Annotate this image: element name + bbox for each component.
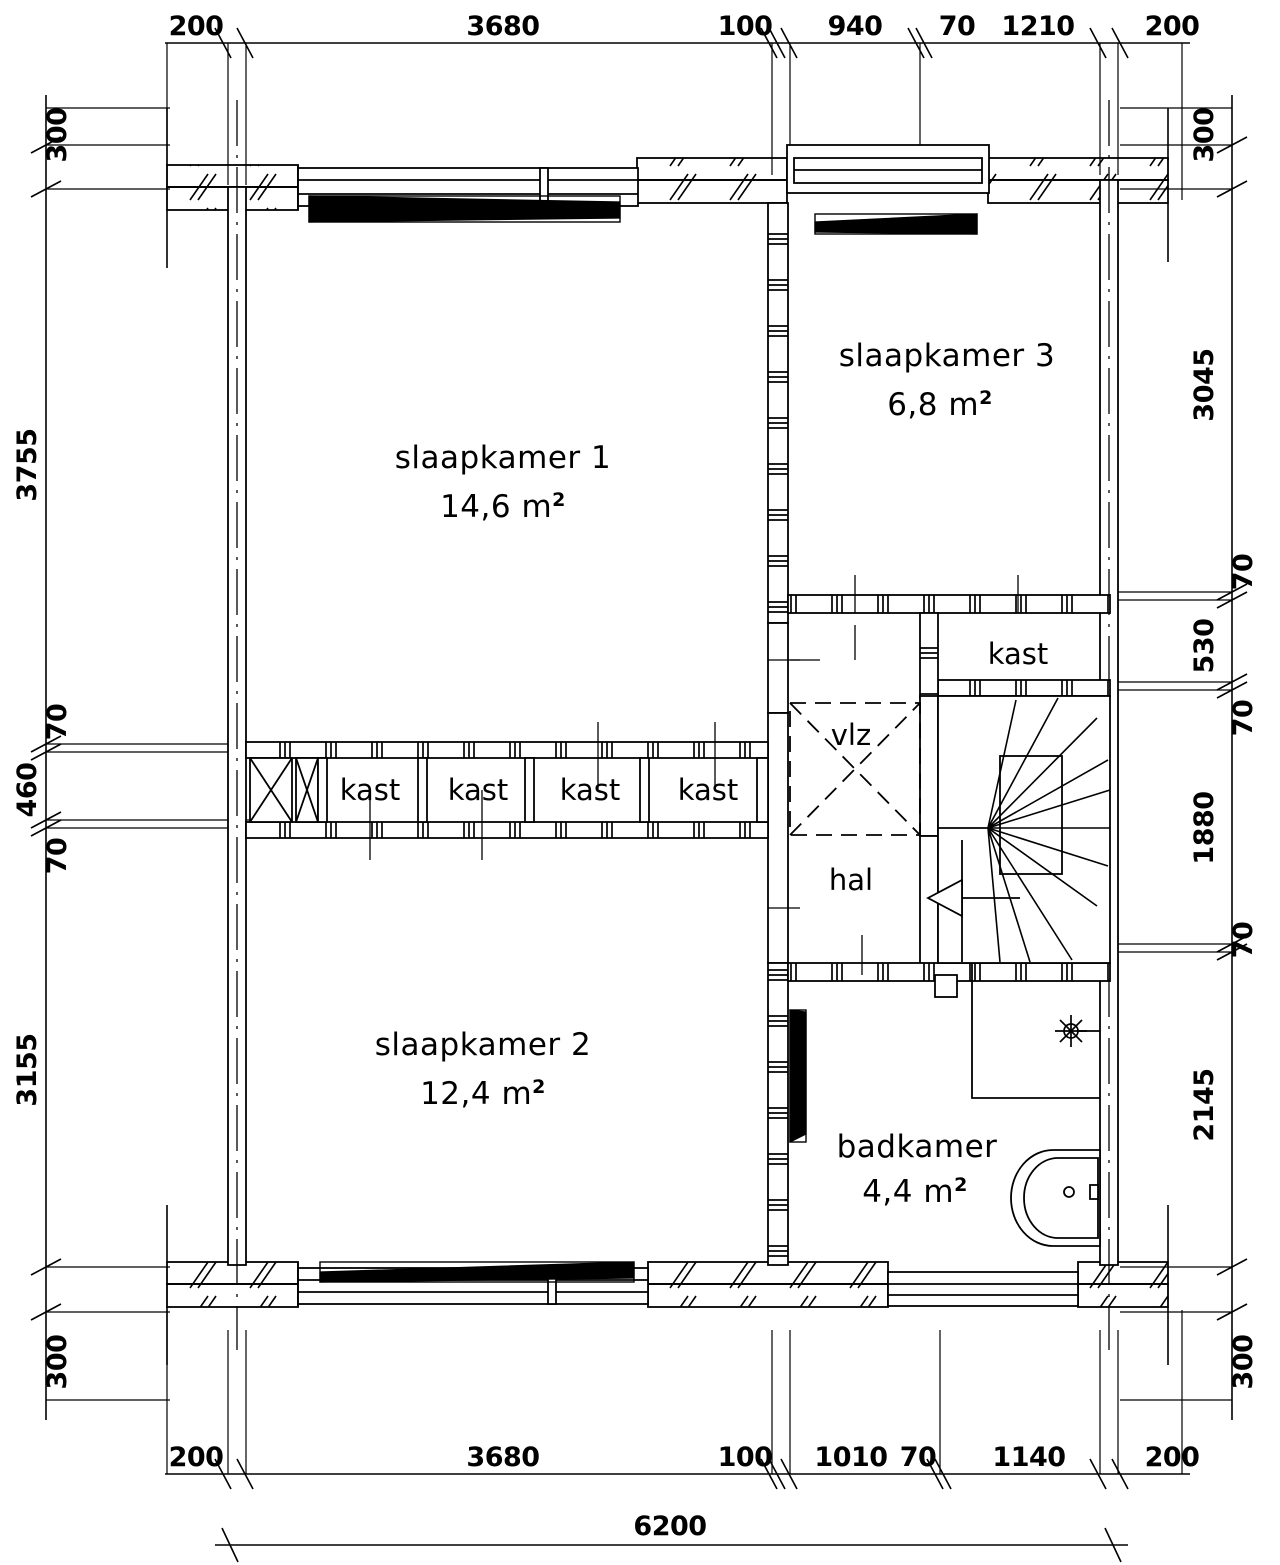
- partition-wall-slaapkamer3-bottom: [787, 594, 1111, 614]
- stair-direction-arrow-icon: [926, 878, 963, 918]
- dim-overall-width: 6200: [633, 1511, 706, 1542]
- door-swing-badkamer: [789, 1009, 807, 1143]
- room-label-slaapkamer1: slaapkamer 1: [395, 440, 611, 476]
- dim-bottom-1: 200: [169, 1442, 224, 1473]
- dim-top-3: 100: [718, 11, 773, 42]
- room-label-slaapkamer2: slaapkamer 2: [375, 1027, 591, 1063]
- partition-wall-kast-bottom: [937, 679, 1111, 697]
- dim-bottom-6: 1140: [992, 1442, 1065, 1473]
- dim-left-7: 300: [42, 1335, 73, 1390]
- exterior-wall-top: [166, 157, 1169, 211]
- wall-corner-stubs: [166, 108, 1169, 1365]
- room-area-slaapkamer1: 14,6 m2: [440, 489, 566, 525]
- dim-top-6: 1210: [1001, 11, 1074, 42]
- window-slaapkamer3-top: [786, 144, 990, 194]
- closet-band-kast: [245, 722, 769, 860]
- partition-wall-hal-stair: [919, 695, 939, 965]
- dim-top-4: 940: [828, 11, 883, 42]
- dimension-chain-bottom: [165, 1310, 1190, 1490]
- room-label-kast-1: kast: [340, 773, 401, 807]
- room-label-kast-upper: kast: [988, 637, 1049, 671]
- winder-staircase: [937, 695, 1111, 964]
- dim-top-7: 200: [1145, 11, 1200, 42]
- dim-left-2: 3755: [12, 428, 43, 501]
- dim-right-4: 530: [1189, 619, 1220, 674]
- dim-top-2: 3680: [466, 11, 539, 42]
- dim-left-4: 460: [12, 763, 43, 818]
- dim-left-6: 3155: [12, 1033, 43, 1106]
- room-label-slaapkamer3: slaapkamer 3: [839, 338, 1055, 374]
- dim-bottom-3: 100: [718, 1442, 773, 1473]
- room-label-kast-4: kast: [678, 773, 739, 807]
- room-label-kast-2: kast: [448, 773, 509, 807]
- dim-left-5: 70: [42, 838, 73, 875]
- window-badkamer-bottom: [887, 1271, 1079, 1307]
- dim-right-6: 1880: [1189, 791, 1220, 864]
- radiator-slaapkamer2: [319, 1261, 635, 1283]
- radiator-slaapkamer3: [814, 213, 978, 235]
- dim-top-5: 70: [939, 11, 976, 42]
- dim-bottom-7: 200: [1145, 1442, 1200, 1473]
- dimension-chain-left: [30, 95, 250, 1420]
- dim-right-7: 70: [1228, 922, 1259, 959]
- dim-bottom-2: 3680: [466, 1442, 539, 1473]
- room-label-hal: hal: [829, 863, 873, 897]
- shower-head-icon: [1055, 1015, 1100, 1047]
- dim-right-9: 300: [1228, 1335, 1259, 1390]
- dim-right-8: 2145: [1189, 1068, 1220, 1141]
- partition-wall-kast-left: [919, 612, 939, 699]
- room-label-kast-3: kast: [560, 773, 621, 807]
- dim-right-5: 70: [1228, 700, 1259, 737]
- door-jamb-badkamer: [934, 974, 958, 998]
- dimension-chain-right: [1110, 95, 1248, 1420]
- shower-enclosure: [971, 963, 1100, 1099]
- room-area-slaapkamer2: 12,4 m2: [420, 1076, 546, 1112]
- dim-right-3: 70: [1228, 554, 1259, 591]
- vlz-hatch-icon: [789, 702, 921, 836]
- room-label-badkamer: badkamer: [837, 1129, 998, 1165]
- dim-bottom-5: 70: [900, 1442, 937, 1473]
- radiator-slaapkamer1: [308, 195, 621, 223]
- room-area-slaapkamer3: 6,8 m2: [887, 387, 993, 423]
- room-area-badkamer: 4,4 m2: [862, 1174, 968, 1210]
- dim-left-3: 70: [42, 704, 73, 741]
- washbasin-icon: [1010, 1149, 1101, 1247]
- dim-top-1: 200: [169, 11, 224, 42]
- label-vlz: vlz: [831, 718, 871, 752]
- dim-right-2: 3045: [1189, 348, 1220, 421]
- dim-bottom-4: 1010: [814, 1442, 887, 1473]
- dim-right-1: 300: [1189, 108, 1220, 163]
- dimension-overall-width: [215, 1527, 1128, 1563]
- label-leader-lines: [768, 575, 1019, 975]
- partition-wall-center-vertical: [767, 202, 789, 1266]
- dim-left-1: 300: [42, 108, 73, 163]
- partition-wall-hal-bottom: [787, 962, 1111, 998]
